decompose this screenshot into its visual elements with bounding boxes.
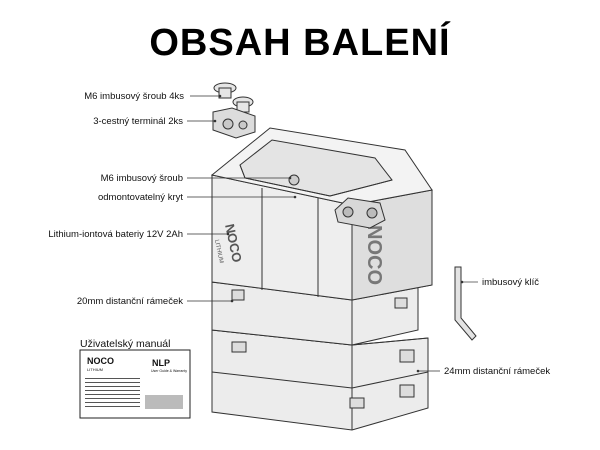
manual-caption: User Guide & Warranty bbox=[151, 369, 187, 373]
three-way-terminal bbox=[212, 107, 256, 139]
label-m6-screw: M6 imbusový šroub bbox=[101, 173, 183, 184]
label-spacer-24: 24mm distanční rámeček bbox=[444, 366, 550, 377]
user-manual-card: NOCO LITHIUM NLP User Guide & Warranty bbox=[79, 349, 191, 419]
label-m6-screws-4: M6 imbusový šroub 4ks bbox=[84, 91, 184, 102]
label-manual: Uživatelský manuál bbox=[80, 338, 171, 350]
leader-dots bbox=[213, 94, 464, 373]
manual-brand: NOCO bbox=[87, 356, 114, 366]
manual-sub: LITHIUM bbox=[87, 367, 103, 372]
label-spacer-20: 20mm distanční rámeček bbox=[77, 296, 183, 307]
m6-screws-loose bbox=[213, 82, 254, 113]
manual-model: NLP bbox=[152, 358, 170, 368]
label-hex-key: imbusový klíč bbox=[482, 277, 539, 288]
cover-screw bbox=[288, 174, 300, 186]
spacer-24mm bbox=[211, 329, 429, 431]
label-battery: Lithium-iontová bateriy 12V 2Ah bbox=[48, 229, 183, 240]
battery-front-brand-text: NOCO bbox=[363, 225, 385, 285]
page-title: OBSAH BALENÍ bbox=[149, 22, 451, 64]
label-removable-cover: odmontovatelný kryt bbox=[98, 192, 183, 203]
battery-sub-text: LITHIUM bbox=[213, 239, 224, 264]
lithium-battery: NOCO LITHIUM NOCO bbox=[210, 127, 433, 301]
battery-terminal bbox=[334, 197, 386, 229]
label-terminal-3way: 3-cestný terminál 2ks bbox=[93, 116, 183, 127]
hex-key bbox=[454, 266, 477, 341]
leader-lines bbox=[187, 95, 478, 372]
